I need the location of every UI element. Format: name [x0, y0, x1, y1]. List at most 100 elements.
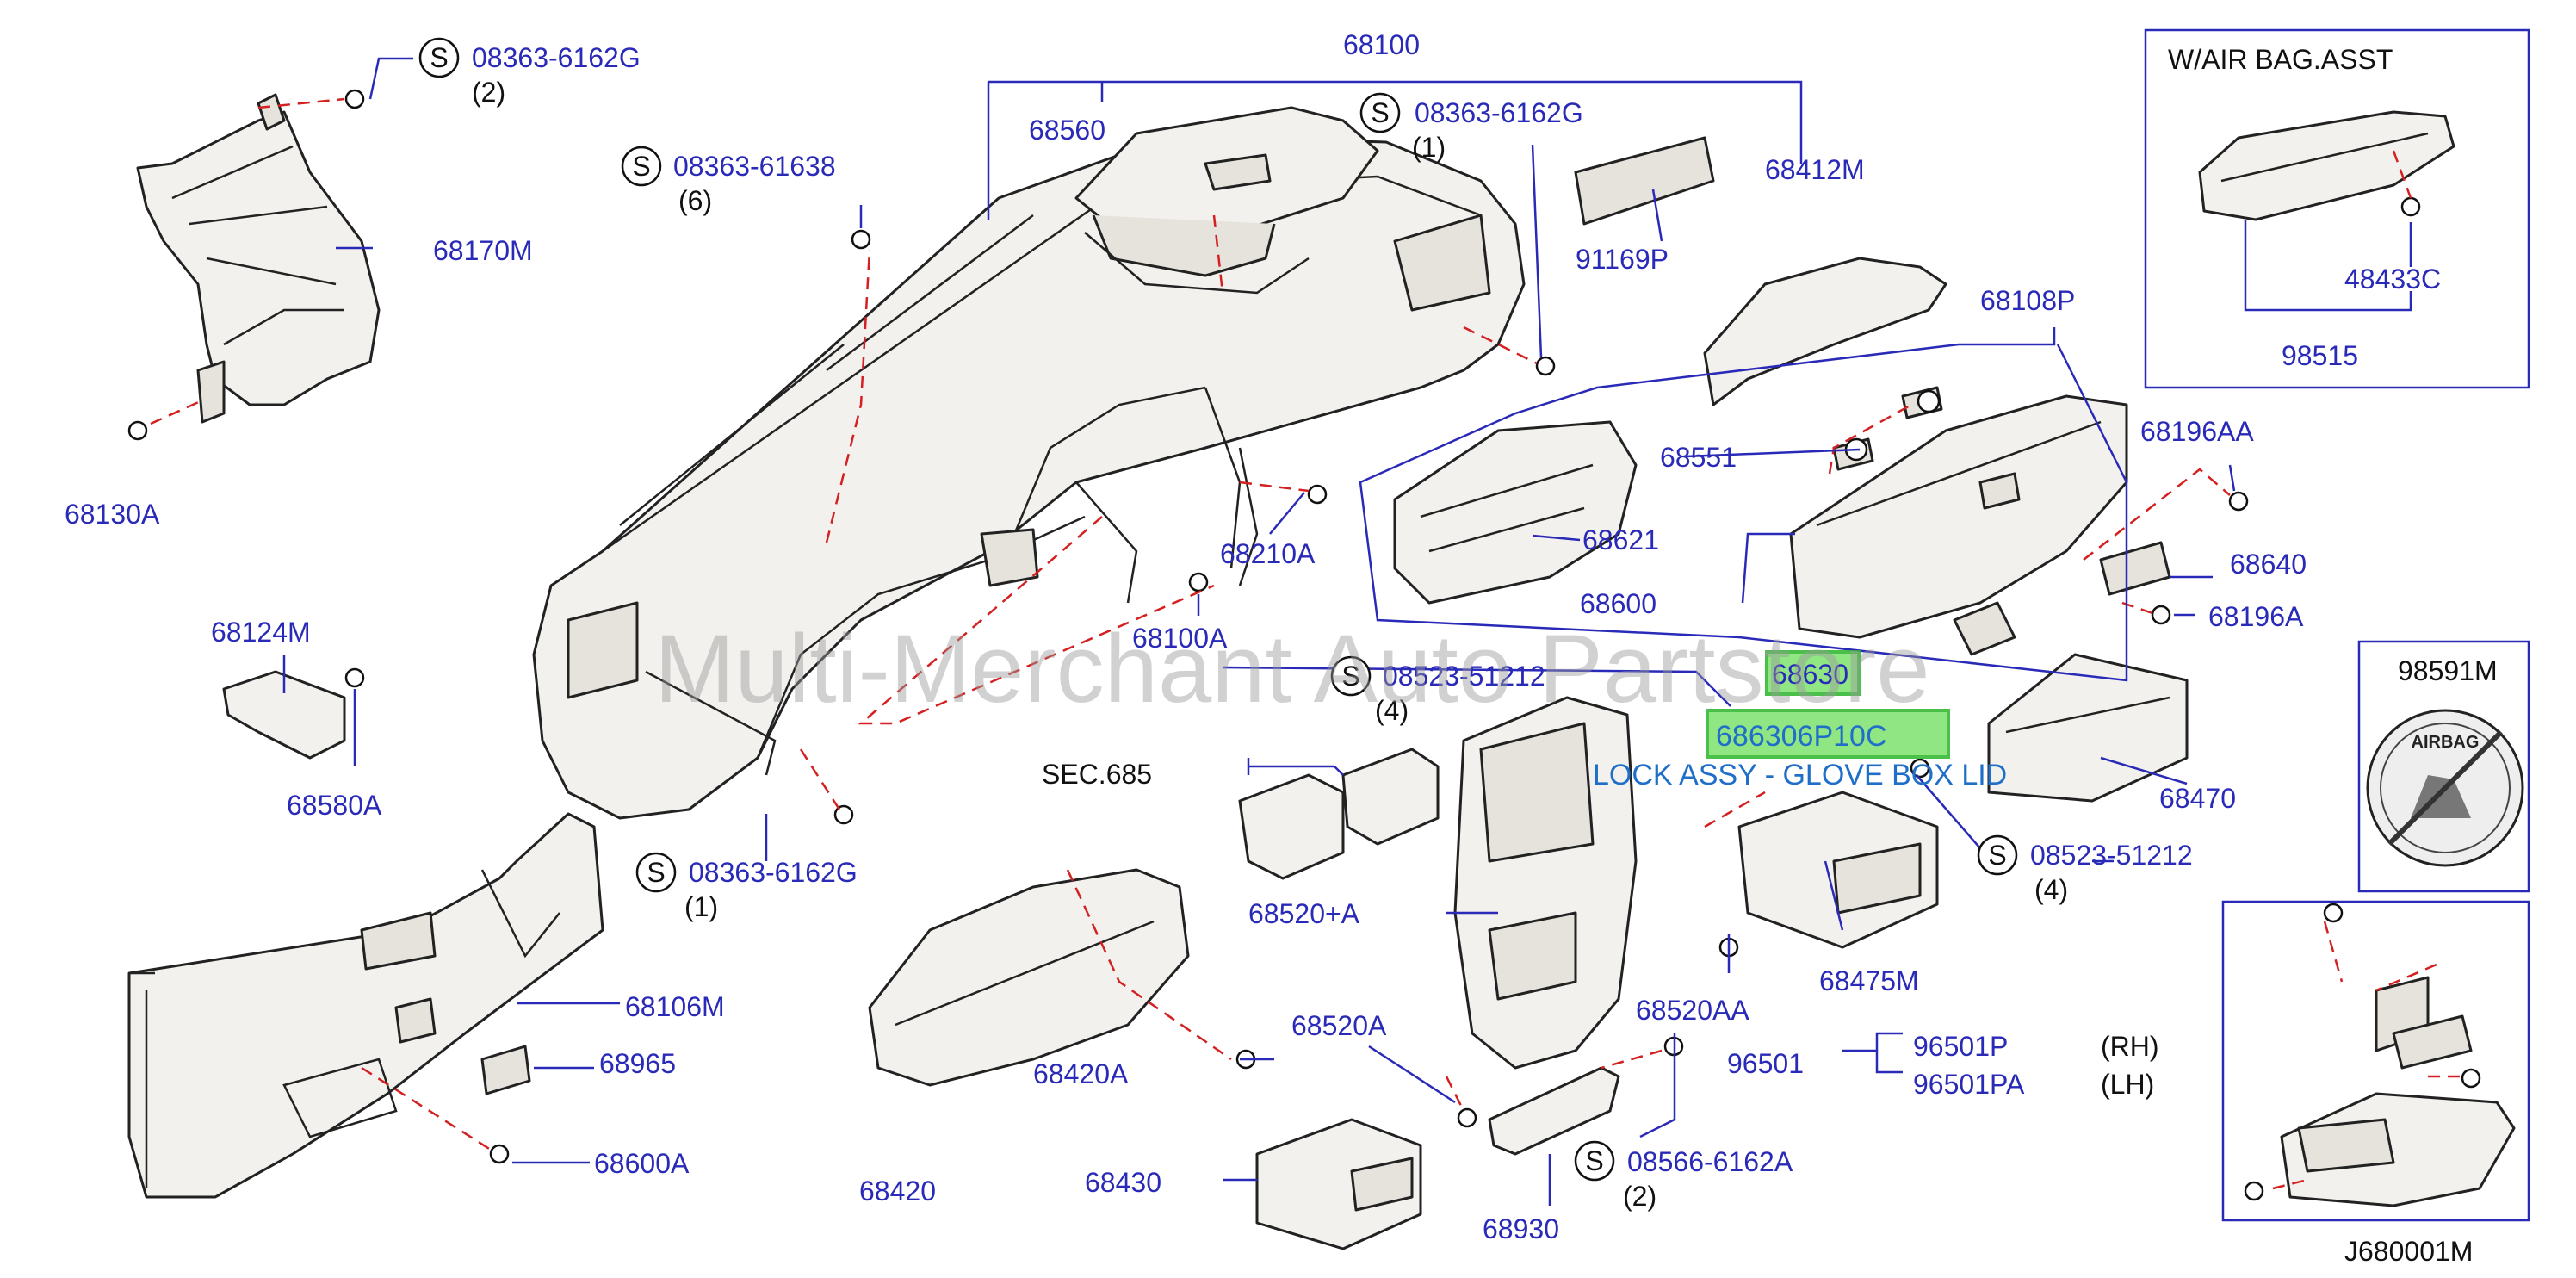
screw-icon — [833, 804, 854, 825]
s-mark-icon — [1574, 1140, 1615, 1182]
screw-icon — [489, 1144, 510, 1164]
s-mark-icon — [621, 146, 662, 187]
label-68640[interactable]: 68640 — [2230, 549, 2307, 580]
qty-2-top: (2) — [472, 77, 505, 108]
label-68560[interactable]: 68560 — [1029, 115, 1105, 146]
label-68108P[interactable]: 68108P — [1980, 285, 2075, 316]
label-98591M[interactable]: 98591M — [2398, 655, 2498, 686]
label-68520AA[interactable]: 68520AA — [1636, 995, 1749, 1026]
label-68210A[interactable]: 68210A — [1220, 538, 1316, 569]
s-mark-icon — [1977, 834, 2018, 876]
label-68170M[interactable]: 68170M — [433, 235, 533, 266]
label-08523-51212-right[interactable]: 08523-51212 — [2030, 840, 2193, 871]
label-68412M[interactable]: 68412M — [1765, 154, 1865, 185]
label-68470[interactable]: 68470 — [2159, 783, 2236, 814]
label-68621[interactable]: 68621 — [1582, 524, 1659, 555]
label-96501[interactable]: 96501 — [1727, 1048, 1804, 1079]
ashtray-68470 — [1987, 653, 2189, 803]
qty-4-left: (4) — [1375, 695, 1409, 726]
screw-icon — [1307, 484, 1328, 505]
label-68196A[interactable]: 68196A — [2208, 601, 2304, 632]
pin-icon — [1917, 389, 1941, 413]
screw-icon — [2400, 196, 2421, 217]
screw-icon — [344, 89, 365, 109]
inset-airbag-emblem — [2357, 640, 2530, 893]
qty-1-bot: (1) — [684, 891, 718, 922]
instrument-panel-drawing — [532, 136, 1526, 820]
s-mark-text: S — [1585, 1145, 1603, 1176]
label-68520plusA[interactable]: 68520+A — [1248, 898, 1360, 929]
s-mark-icon — [418, 37, 460, 78]
s-mark-text: S — [647, 857, 665, 888]
label-sec685[interactable]: SEC.685 — [1042, 759, 1152, 790]
bracket-68170M — [136, 93, 381, 424]
qty-1-mid: (1) — [1412, 132, 1446, 163]
striker-68640 — [2099, 541, 2171, 596]
airbag-emblem-text: AIRBAG — [2412, 733, 2480, 752]
label-48433C[interactable]: 48433C — [2344, 264, 2441, 295]
label-lh: (LH) — [2101, 1069, 2154, 1100]
highlight-686306P10C — [1706, 709, 1950, 759]
cluster-hood-68560 — [1074, 106, 1379, 295]
label-68965[interactable]: 68965 — [599, 1048, 676, 1079]
screw-icon — [344, 667, 365, 688]
label-08363-6162G-bot[interactable]: 08363-6162G — [689, 857, 858, 888]
screw-icon — [1535, 356, 1556, 376]
label-68196AA[interactable]: 68196AA — [2140, 416, 2254, 447]
label-68600A[interactable]: 68600A — [594, 1148, 690, 1179]
bracket-68124M — [222, 670, 346, 760]
label-68100A[interactable]: 68100A — [1132, 623, 1228, 654]
screw-icon — [1457, 1107, 1477, 1128]
label-08363-6162G-mid[interactable]: 08363-6162G — [1415, 97, 1583, 128]
label-91169P — [1574, 136, 1715, 226]
label-68580A[interactable]: 68580A — [287, 790, 382, 821]
center-bezel-68520A — [1453, 696, 1638, 1070]
label-68420A[interactable]: 68420A — [1033, 1058, 1129, 1089]
label-68475M[interactable]: 68475M — [1819, 965, 1919, 996]
label-68420[interactable]: 68420 — [859, 1176, 936, 1207]
screw-icon — [1188, 572, 1209, 592]
label-68520A[interactable]: 68520A — [1291, 1010, 1387, 1041]
vents-sec685 — [1238, 748, 1440, 880]
lock-68630 — [1953, 601, 2016, 656]
label-08523-51212-left[interactable]: 08523-51212 — [1383, 661, 1545, 692]
label-96501P[interactable]: 96501P — [1913, 1031, 2008, 1062]
label-91169P[interactable]: 91169P — [1576, 244, 1669, 275]
label-98515[interactable]: 98515 — [2282, 340, 2358, 371]
label-96501PA[interactable]: 96501PA — [1913, 1069, 2025, 1100]
label-68124M[interactable]: 68124M — [211, 617, 311, 648]
label-68630[interactable]: 68630 — [1772, 659, 1848, 690]
label-airbag-assy-title: W/AIR BAG.ASST — [2168, 44, 2393, 75]
s-mark-icon — [1330, 655, 1372, 697]
label-68551[interactable]: 68551 — [1660, 442, 1737, 473]
part-labels: 68100 68560 08363-6162G (2) 08363-61638 … — [65, 29, 2498, 1267]
inset-airbag-assy — [2144, 28, 2530, 389]
label-686306P10C[interactable]: 686306P10C — [1716, 720, 1887, 753]
screw-icon — [1910, 758, 1930, 779]
label-68130A[interactable]: 68130A — [65, 499, 160, 530]
label-08363-6162G-top[interactable]: 08363-6162G — [472, 42, 641, 73]
s-mark-text: S — [1341, 661, 1359, 692]
label-68600[interactable]: 68600 — [1580, 588, 1656, 619]
s-mark-text: S — [1371, 97, 1389, 128]
screw-icon — [2323, 903, 2344, 923]
lower-panel-68106M — [127, 812, 604, 1199]
shelf-68412M — [1703, 257, 1947, 406]
qty-6: (6) — [678, 185, 712, 216]
label-68930[interactable]: 68930 — [1483, 1213, 1559, 1244]
s-mark-text: S — [632, 151, 650, 182]
label-08566-6162A[interactable]: 08566-6162A — [1627, 1146, 1793, 1177]
finisher-68930 — [1488, 1066, 1620, 1156]
label-68100[interactable]: 68100 — [1343, 29, 1420, 60]
label-lock-assy-desc: LOCK ASSY - GLOVE BOX LID — [1593, 759, 2007, 791]
screw-icon — [851, 229, 871, 250]
qty-4-right: (4) — [2034, 874, 2068, 905]
highlight-68630 — [1765, 650, 1861, 696]
screw-icon — [2244, 1181, 2264, 1201]
label-68430[interactable]: 68430 — [1085, 1167, 1161, 1198]
cluster-lid-68420 — [868, 868, 1190, 1087]
cover-68965 — [480, 1045, 531, 1095]
label-68106M[interactable]: 68106M — [625, 991, 725, 1022]
label-08363-61638[interactable]: 08363-61638 — [673, 151, 836, 182]
